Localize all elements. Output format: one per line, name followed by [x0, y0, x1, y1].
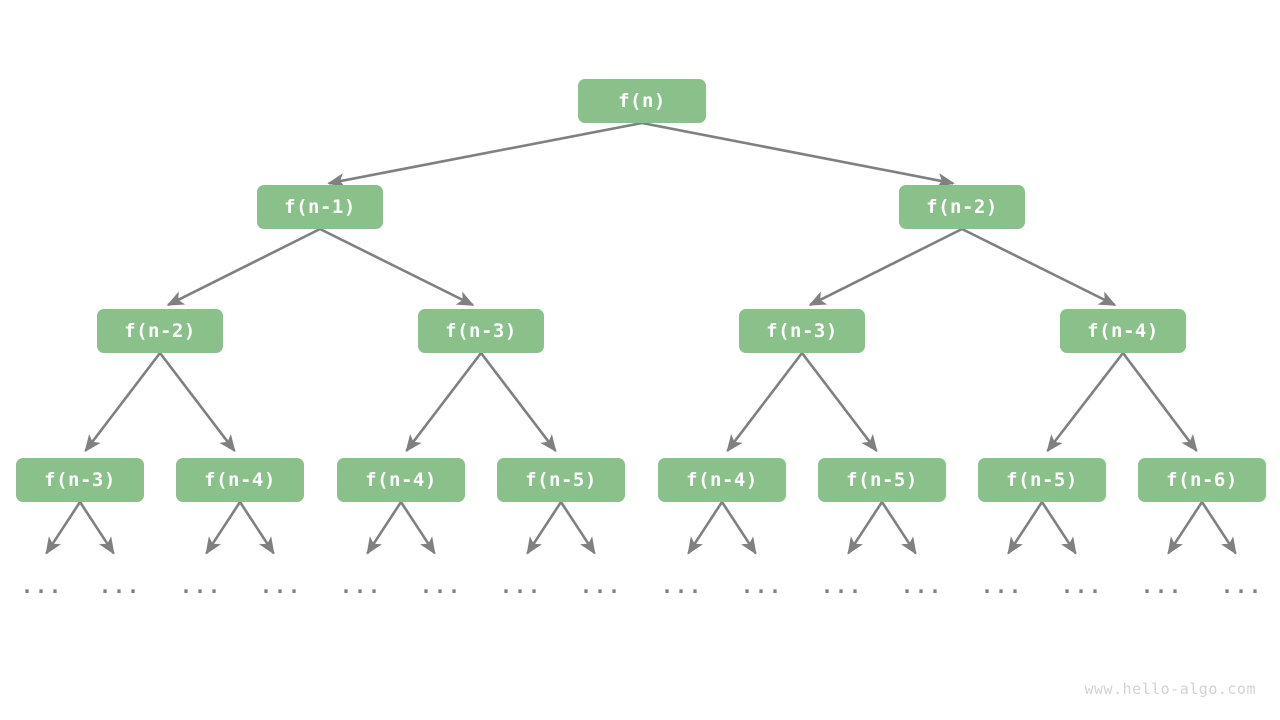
ellipsis-marker: ...	[820, 574, 864, 598]
tree-node: f(n)	[578, 79, 706, 123]
leaf-stub-edge	[1200, 501, 1237, 555]
tree-node-label: f(n-3)	[445, 320, 517, 342]
leaf-stub-edge	[559, 501, 596, 555]
tree-edge	[405, 352, 483, 453]
tree-node-label: f(n-2)	[124, 320, 196, 342]
tree-node-label: f(n-4)	[686, 469, 758, 491]
tree-node: f(n-6)	[1138, 458, 1266, 502]
tree-node: f(n-5)	[818, 458, 946, 502]
leaf-stub-edge	[399, 501, 436, 555]
tree-node-label: f(n-5)	[846, 469, 918, 491]
leaf-stub-edge	[847, 501, 884, 555]
tree-node: f(n-2)	[97, 309, 223, 353]
tree-node: f(n-4)	[337, 458, 465, 502]
tree-edge	[808, 227, 963, 307]
tree-node: f(n-5)	[497, 458, 625, 502]
tree-edge	[1046, 352, 1125, 453]
ellipsis-marker: ...	[1060, 574, 1104, 598]
tree-node-label: f(n-4)	[1087, 320, 1159, 342]
leaf-stub-edge	[880, 501, 917, 555]
tree-edge	[961, 227, 1117, 307]
ellipsis-marker: ...	[660, 574, 704, 598]
leaf-stub-edge	[687, 501, 724, 555]
tree-node: f(n-2)	[899, 185, 1025, 229]
tree-node: f(n-3)	[739, 309, 865, 353]
ellipsis-marker: ...	[179, 574, 223, 598]
leaf-stub-edge	[526, 501, 563, 555]
ellipsis-marker: ...	[579, 574, 623, 598]
tree-edge	[800, 352, 878, 453]
leaf-stub-edge	[205, 501, 242, 555]
tree-node-label: f(n-4)	[204, 469, 276, 491]
tree-node: f(n-4)	[1060, 309, 1186, 353]
ellipsis-marker: ...	[98, 574, 142, 598]
tree-edge	[726, 352, 804, 453]
tree-edge	[166, 227, 321, 307]
ellipsis-marker: ...	[1140, 574, 1184, 598]
tree-node: f(n-3)	[418, 309, 544, 353]
tree-node: f(n-5)	[978, 458, 1106, 502]
tree-node: f(n-3)	[16, 458, 144, 502]
tree-node-label: f(n-5)	[1006, 469, 1078, 491]
ellipsis-marker: ...	[900, 574, 944, 598]
tree-node-label: f(n-3)	[766, 320, 838, 342]
tree-node-label: f(n-6)	[1166, 469, 1238, 491]
tree-node-label: f(n-4)	[365, 469, 437, 491]
tree-node: f(n-4)	[176, 458, 304, 502]
leaf-stub-edge	[1167, 501, 1204, 555]
leaf-stub-edge	[1040, 501, 1077, 555]
tree-edge	[84, 352, 162, 453]
leaf-stub-edge	[238, 501, 275, 555]
tree-node-label: f(n-5)	[525, 469, 597, 491]
ellipsis-marker: ...	[20, 574, 64, 598]
tree-edge	[319, 227, 475, 307]
ellipsis-marker: ...	[339, 574, 383, 598]
tree-edge	[1121, 352, 1198, 453]
tree-edge	[327, 121, 643, 188]
tree-node-label: f(n)	[618, 90, 666, 112]
tree-edges	[84, 121, 1198, 453]
tree-node-label: f(n-3)	[44, 469, 116, 491]
tree-edge	[641, 121, 955, 188]
tree-edge	[479, 352, 557, 453]
tree-node-label: f(n-2)	[926, 196, 998, 218]
ellipsis-marker: ...	[1220, 574, 1264, 598]
ellipsis-marker: ...	[740, 574, 784, 598]
ellipsis-marker: ...	[499, 574, 543, 598]
leaf-stub-edge	[45, 501, 82, 555]
leaf-stub-edge	[720, 501, 757, 555]
leaf-stub-edges	[45, 501, 1237, 555]
tree-node: f(n-4)	[658, 458, 786, 502]
tree-edge	[158, 352, 236, 453]
ellipsis-marker: ...	[259, 574, 303, 598]
tree-node-label: f(n-1)	[284, 196, 356, 218]
watermark: www.hello-algo.com	[1084, 680, 1256, 698]
leaf-stub-edge	[78, 501, 115, 555]
ellipsis-marker: ...	[980, 574, 1024, 598]
ellipsis-marker: ...	[419, 574, 463, 598]
leaf-stub-edge	[366, 501, 403, 555]
leaf-stub-edge	[1007, 501, 1044, 555]
tree-node: f(n-1)	[257, 185, 383, 229]
